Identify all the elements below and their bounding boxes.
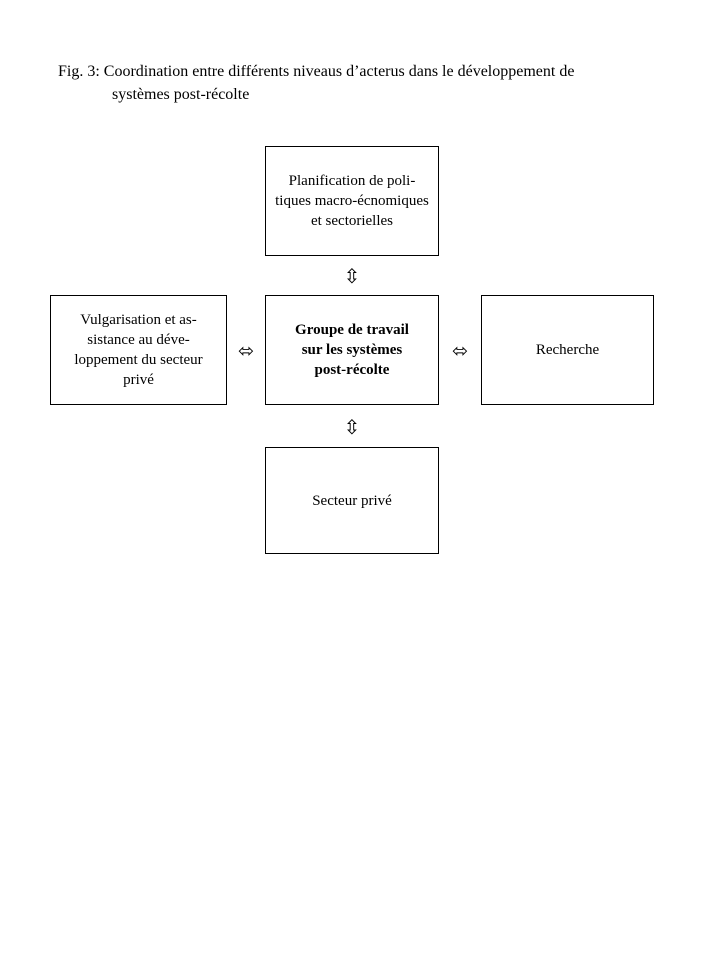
box-secteur-prive: Secteur privé [265,447,439,554]
box-groupe-text: Groupe de travail sur les systèmes post-… [295,320,409,380]
updown-arrow-icon: ⇳ [343,415,361,439]
box-text-line: privé [123,372,154,388]
box-planification-text: Planification de poli- tiques macro-écno… [275,171,429,231]
box-text-line: post-récolte [314,362,390,378]
figure-caption-line1: Fig. 3: Coordination entre différents ni… [58,63,575,80]
box-text-line: Secteur privé [312,492,392,509]
updown-arrow-icon: ⇳ [343,264,361,288]
box-text-line: Recherche [535,342,600,358]
figure-caption-line2: systèmes post-récolte [112,86,250,103]
box-planification-politiques: Planification de poli- tiques macro-écno… [265,146,439,256]
leftright-arrow-icon: ⬄ [452,340,468,362]
box-text-line: sistance au déve- [87,332,190,348]
box-groupe-de-travail: Groupe de travail sur les systèmes post-… [265,295,439,405]
box-secteur-text: Secteur privé [312,491,392,511]
box-text-line: Groupe de travail [295,322,409,338]
box-text-line: tiques macro-écnomiques [275,193,429,209]
box-text-line: loppement du secteur [74,352,203,368]
leftright-arrow-icon: ⬄ [238,340,254,362]
box-recherche: Recherche [481,295,654,405]
box-text-line: sur les systèmes [301,342,403,358]
box-text-line: Vulgarisation et as- [80,312,197,328]
box-text-line: Planification de poli- [288,173,416,189]
box-vulgarisation-text: Vulgarisation et as- sistance au déve- l… [74,310,202,390]
box-vulgarisation-assistance: Vulgarisation et as- sistance au déve- l… [50,295,227,405]
box-text-line: et sectorielles [310,213,394,229]
box-recherche-text: Recherche [536,340,599,360]
